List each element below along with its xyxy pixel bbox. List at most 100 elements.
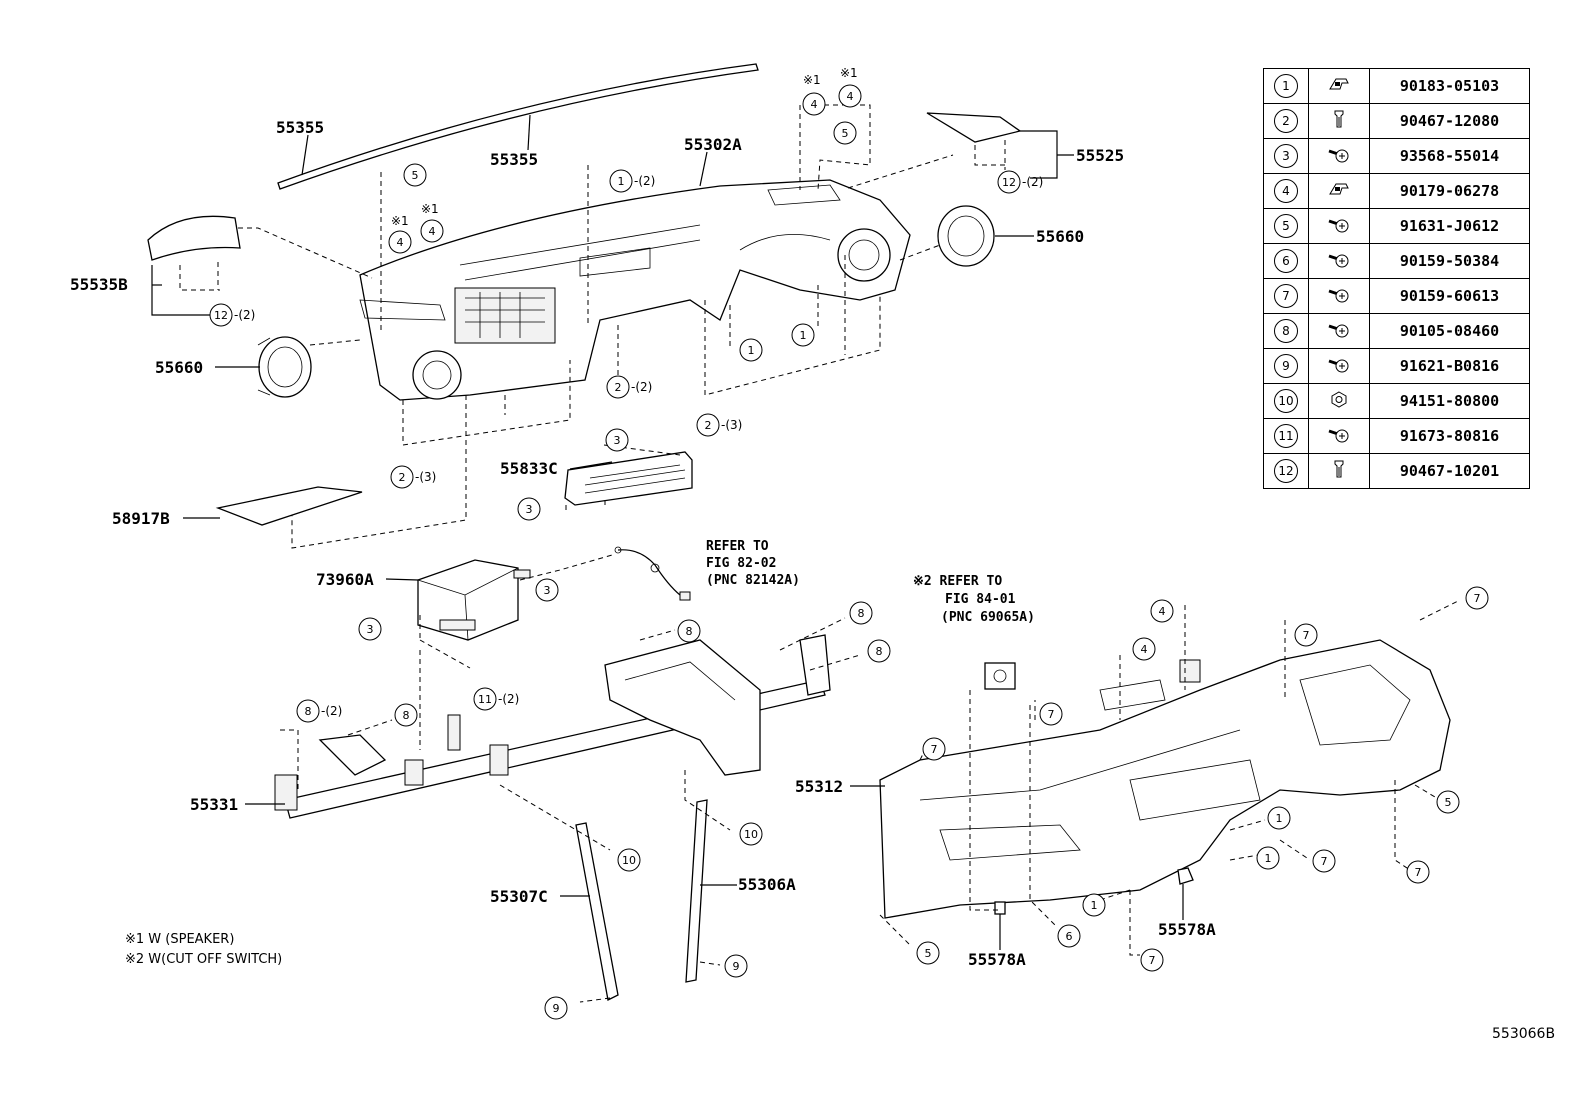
svg-text:10: 10	[622, 854, 636, 867]
callout-fastener-1: 1	[791, 323, 815, 347]
push-clip-icon	[1308, 453, 1370, 489]
svg-text:1: 1	[1091, 899, 1098, 912]
svg-text:-(2): -(2)	[634, 174, 655, 188]
screw-icon	[1308, 278, 1370, 314]
svg-text:-(2): -(2)	[631, 380, 652, 394]
pad-sheet	[215, 486, 363, 526]
svg-text:1: 1	[1276, 812, 1283, 825]
svg-text:※1: ※1	[421, 202, 439, 216]
svg-text:8: 8	[858, 607, 865, 620]
svg-text:-(2): -(2)	[498, 692, 519, 706]
solid-leaders	[151, 130, 1184, 950]
part-label-55307C: 55307C	[490, 887, 548, 906]
callout-fastener-8: 8	[867, 639, 891, 663]
callout-fastener-3: 3	[605, 428, 629, 452]
legend-ref-number: 3	[1263, 138, 1309, 174]
callout-fastener-5: 5	[403, 163, 427, 187]
callout-fastener-4: 4	[802, 92, 826, 116]
wire-harness	[617, 549, 681, 596]
svg-text:5: 5	[1445, 796, 1452, 809]
callout-fastener-7: 7	[1465, 586, 1489, 610]
push-clip-icon	[1308, 103, 1370, 139]
callout-fastener-7: 7	[1294, 623, 1318, 647]
svg-text:7: 7	[1474, 592, 1481, 605]
part-label-55331: 55331	[190, 795, 238, 814]
part-label-55312: 55312	[795, 777, 843, 796]
svg-text:1: 1	[800, 329, 807, 342]
svg-text:7: 7	[1048, 708, 1055, 721]
clip-nut-icon	[1308, 173, 1370, 209]
reference-note-cut-off-switch: ※2 REFER TO FIG 84-01 (PNC 69065A)	[913, 574, 1035, 625]
svg-text:9: 9	[733, 960, 740, 973]
legend-row: 8 90105-08460	[1263, 313, 1530, 349]
callout-fastener-5: 5	[1436, 790, 1460, 814]
svg-text:7: 7	[1415, 866, 1422, 879]
svg-text:8: 8	[403, 709, 410, 722]
legend-part-number: 90179-06278	[1369, 173, 1530, 209]
svg-text:※1: ※1	[803, 73, 821, 87]
callout-fastener-5: 5	[916, 941, 940, 965]
lower-instrument-panel	[879, 639, 1451, 919]
svg-text:4: 4	[429, 225, 436, 238]
callout-fastener-8: 8	[677, 619, 701, 643]
callout-fastener-2: 2-(2)	[606, 375, 652, 399]
callout-fastener-1: 1 -(2)	[609, 169, 655, 193]
callout-fastener-4: 4	[388, 230, 412, 254]
callout-fastener-10: 10	[617, 848, 641, 872]
cross-car-beam	[274, 634, 831, 819]
legend-part-number: 90467-12080	[1369, 103, 1530, 139]
callout-fastener-1: 1	[1256, 846, 1280, 870]
callout-fastener-9: 9	[724, 954, 748, 978]
svg-text:4: 4	[1141, 643, 1148, 656]
svg-text:10: 10	[744, 828, 758, 841]
part-label-55578A-right: 55578A	[1158, 920, 1216, 939]
svg-text:12: 12	[1002, 176, 1016, 189]
screw-icon	[1308, 138, 1370, 174]
legend-part-number: 90105-08460	[1369, 313, 1530, 349]
part-label-55660-right: 55660	[1036, 227, 1084, 246]
svg-text:-(2): -(2)	[321, 704, 342, 718]
svg-text:FIG 84-01: FIG 84-01	[945, 592, 1016, 607]
legend-ref-number: 8	[1263, 313, 1309, 349]
legend-part-number: 91673-80816	[1369, 418, 1530, 454]
cut-off-switch	[984, 662, 1016, 690]
svg-text:1: 1	[748, 344, 755, 357]
clip-lower-right	[1177, 867, 1194, 885]
legend-row: 4 90179-06278	[1263, 173, 1530, 209]
legend-ref-number: 11	[1263, 418, 1309, 454]
svg-text:※1: ※1	[840, 66, 858, 80]
svg-text:2: 2	[705, 419, 712, 432]
callout-fastener-7: 7	[1312, 849, 1336, 873]
svg-text:3: 3	[367, 623, 374, 636]
callout-fastener-9: 9	[544, 996, 568, 1020]
callout-fastener-12: 12-(2)	[209, 303, 255, 327]
screw-icon	[1308, 418, 1370, 454]
legend-ref-number: 7	[1263, 278, 1309, 314]
part-label-55355-upper: 55355	[276, 118, 324, 137]
legend-ref-number: 2	[1263, 103, 1309, 139]
svg-text:12: 12	[214, 309, 228, 322]
svg-text:(PNC 69065A): (PNC 69065A)	[941, 610, 1035, 625]
callout-fastener-12: 12-(2)	[997, 170, 1043, 194]
footnote-speaker: ※1 W (SPEAKER)	[125, 932, 234, 947]
svg-text:1: 1	[1265, 852, 1272, 865]
screw-icon	[1308, 243, 1370, 279]
part-label-55306A: 55306A	[738, 875, 796, 894]
callout-fastener-8: 8	[849, 601, 873, 625]
legend-part-number: 90183-05103	[1369, 68, 1530, 104]
svg-text:6: 6	[1066, 930, 1073, 943]
callout-fastener-3: 3	[358, 617, 382, 641]
callout-fastener-1: 1	[739, 338, 763, 362]
legend-ref-number: 4	[1263, 173, 1309, 209]
callout-fastener-11: 11-(2)	[473, 687, 519, 711]
part-label-55535B: 55535B	[70, 275, 128, 294]
svg-text:1: 1	[618, 175, 625, 188]
callout-fastener-2: 2-(3)	[390, 465, 436, 489]
screw-icon	[1308, 313, 1370, 349]
